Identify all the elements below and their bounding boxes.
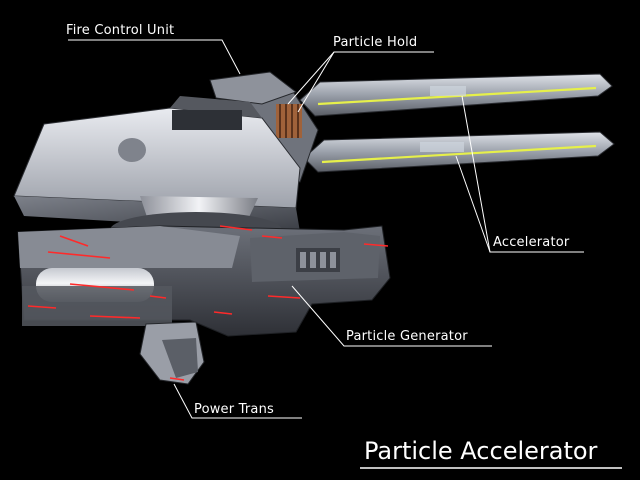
diagram-title: Particle Accelerator — [364, 437, 598, 465]
power-trans-label: Power Trans — [194, 402, 274, 417]
accelerator-lower-rail — [303, 131, 615, 173]
particle-generator-leader — [291, 285, 492, 347]
fire-control-leader — [68, 39, 241, 75]
particle-hold-label: Particle Hold — [333, 35, 418, 50]
accelerator-leader-2 — [455, 155, 491, 253]
accelerator-upper-rail — [299, 73, 613, 117]
power-trans — [139, 321, 205, 385]
particle-generator-label: Particle Generator — [346, 329, 468, 344]
power-trans-leader — [173, 383, 302, 419]
accelerator-leader — [461, 95, 584, 253]
particle-generator — [17, 225, 391, 337]
fire-control-unit-label: Fire Control Unit — [66, 23, 175, 38]
accelerator-label: Accelerator — [493, 235, 570, 250]
title-underline — [360, 467, 622, 469]
particle-hold-leader-2 — [297, 51, 335, 113]
